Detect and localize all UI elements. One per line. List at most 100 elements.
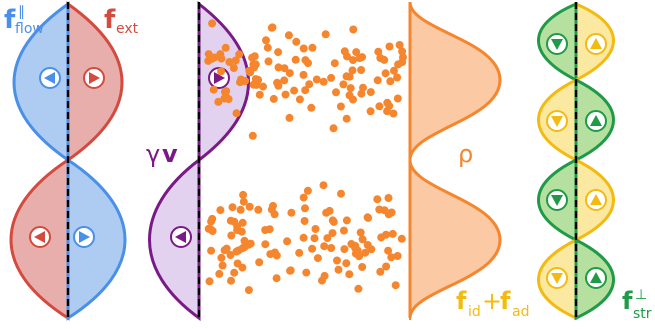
particle — [285, 69, 294, 78]
particle — [269, 94, 278, 103]
str-arrow-down-icon — [546, 189, 568, 211]
particle — [383, 107, 392, 116]
particle — [373, 76, 382, 85]
particle — [302, 268, 311, 277]
panel-density: ρ — [408, 1, 502, 320]
particle — [259, 82, 267, 91]
particle — [228, 203, 237, 212]
particle — [393, 94, 402, 103]
particle — [323, 234, 332, 243]
particle — [359, 83, 367, 92]
particle — [384, 246, 393, 255]
particle — [386, 77, 395, 86]
particle — [305, 80, 314, 89]
particle — [329, 124, 338, 133]
particle — [231, 56, 240, 65]
particle — [209, 85, 218, 94]
particle — [250, 52, 259, 61]
particle — [361, 248, 370, 257]
flow-arrow-right-icon — [73, 226, 95, 248]
particle — [399, 53, 407, 62]
particle — [266, 250, 275, 259]
particle — [329, 217, 338, 226]
particle — [375, 102, 384, 111]
particle — [321, 30, 330, 39]
str-arrow-down-icon — [546, 33, 568, 55]
particle — [310, 234, 319, 243]
particle — [255, 90, 264, 99]
particle — [397, 234, 406, 243]
particle — [225, 58, 234, 66]
particle — [328, 229, 337, 238]
particle — [333, 256, 341, 265]
particle — [272, 274, 281, 283]
particle — [217, 67, 226, 76]
particle — [236, 78, 244, 87]
id-arrow-down-icon — [546, 267, 568, 289]
particle — [233, 259, 242, 268]
particle — [239, 190, 248, 199]
particle — [232, 109, 241, 118]
particle — [244, 286, 253, 295]
particle — [311, 225, 320, 233]
particle — [334, 265, 343, 274]
ad-force-sub: ad — [512, 304, 529, 320]
particle — [384, 194, 393, 202]
particle — [308, 43, 317, 52]
particle — [248, 131, 257, 140]
particle — [390, 66, 398, 75]
ext-arrow-left-icon — [29, 226, 51, 248]
particle — [284, 31, 293, 40]
particle — [286, 266, 295, 275]
particle — [354, 284, 363, 293]
particle — [351, 242, 360, 250]
particle — [374, 47, 383, 56]
particle — [385, 42, 394, 51]
particle — [290, 86, 299, 95]
particle — [205, 277, 214, 286]
particle — [352, 48, 361, 57]
particle — [342, 259, 351, 268]
particle — [382, 230, 390, 239]
flow-force-sub: flow — [15, 21, 44, 37]
particle — [373, 195, 382, 204]
particle — [249, 60, 258, 69]
id-arrow-up-icon — [585, 189, 607, 211]
id-arrow-down-icon — [546, 110, 568, 132]
particle — [327, 244, 336, 252]
particle — [283, 237, 292, 246]
particle — [325, 206, 334, 215]
particle — [301, 204, 309, 213]
particle — [358, 235, 367, 244]
particle — [312, 75, 321, 84]
particle — [367, 245, 376, 254]
particle — [263, 43, 272, 52]
particle — [358, 53, 367, 62]
panel-velocity-particles: γ v — [146, 0, 407, 321]
particle-cloud — [204, 19, 407, 295]
particle — [299, 233, 308, 242]
particle — [229, 64, 238, 72]
particle — [216, 50, 225, 59]
particle — [330, 59, 339, 68]
particle — [366, 107, 375, 116]
particle — [393, 73, 402, 82]
rho-label: ρ — [458, 140, 473, 168]
particle — [245, 202, 254, 211]
particle — [207, 225, 215, 234]
particle — [346, 84, 355, 93]
particle — [343, 52, 351, 61]
particle — [281, 90, 290, 99]
particle — [357, 89, 366, 98]
panel-stress-forces: f id + f ad f ⊥ str — [456, 1, 652, 322]
particle — [272, 251, 281, 260]
particle — [375, 205, 384, 214]
particle — [340, 245, 349, 254]
particle — [349, 25, 358, 34]
particle — [300, 217, 309, 225]
particle — [274, 48, 283, 57]
velocity-arrow-left-icon — [170, 226, 192, 248]
particle — [301, 56, 310, 65]
particle — [227, 231, 236, 240]
particle — [320, 242, 329, 251]
